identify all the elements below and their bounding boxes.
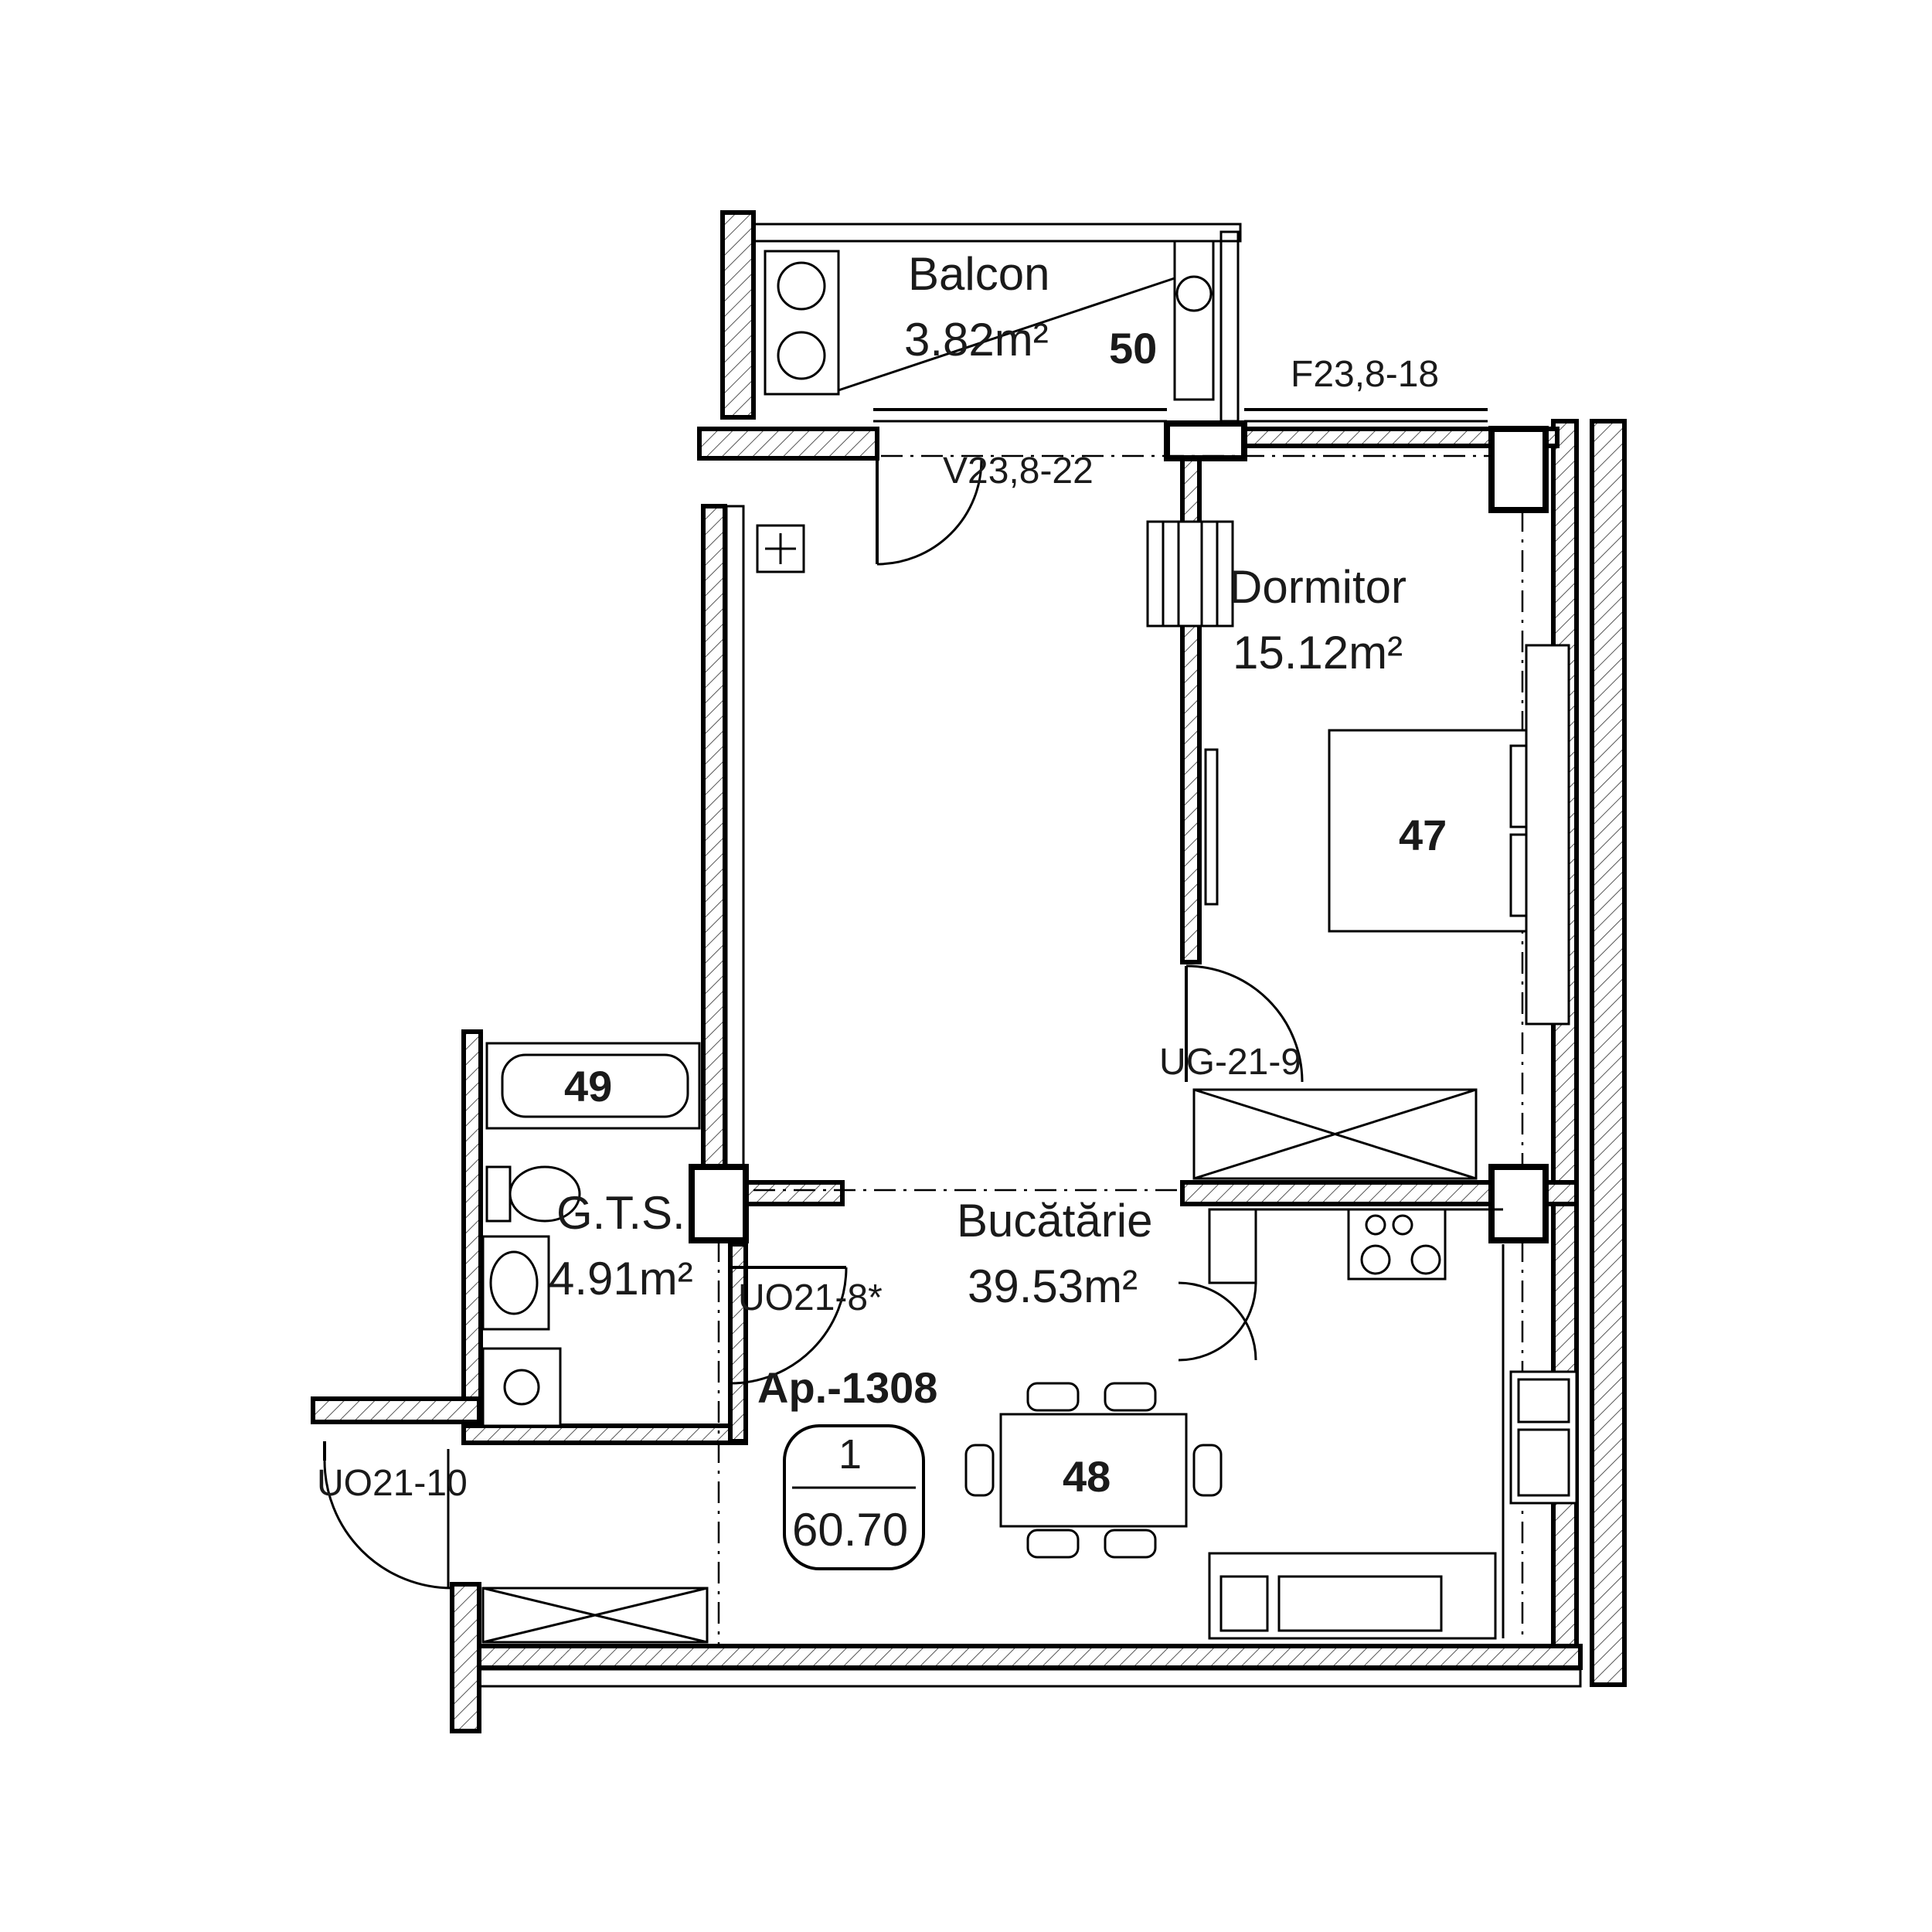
furniture <box>481 240 1578 1644</box>
doors <box>323 459 1304 1590</box>
balcony-west-wall <box>720 210 756 420</box>
west-wall-outline <box>725 505 745 1168</box>
balcony-name: Balcon <box>908 248 1049 300</box>
column-north-center <box>1164 420 1247 461</box>
bathroom-door-code: UO21-8* <box>738 1277 883 1318</box>
entrance-wall-top <box>311 1396 481 1424</box>
balcony-number: 50 <box>1109 324 1157 372</box>
balcony-area: 3.82m² <box>904 314 1049 366</box>
kitchen-number: 48 <box>1063 1452 1111 1501</box>
bathroom-number: 49 <box>564 1062 612 1111</box>
bathroom-name: G.T.S. <box>556 1187 685 1239</box>
column-north-east <box>1488 426 1549 513</box>
bathroom-south-wall <box>461 1423 748 1445</box>
bedroom-area: 15.12m² <box>1233 627 1403 679</box>
bedroom-door-code: UG-21-9 <box>1159 1042 1301 1083</box>
bedroom-number: 47 <box>1399 811 1447 859</box>
bathroom-east-wall <box>728 1242 748 1444</box>
south-wall-outline <box>478 1668 1582 1688</box>
entrance-wall-bottom <box>450 1582 481 1733</box>
column-center-west <box>689 1164 749 1243</box>
south-exterior-wall <box>477 1644 1583 1670</box>
bathroom-west-wall <box>461 1029 483 1428</box>
kitchen-area: 39.53m² <box>968 1260 1138 1312</box>
walls <box>311 210 1627 1733</box>
total-area: 60.70 <box>792 1504 908 1556</box>
balcony-window-code: F23,8-18 <box>1291 354 1439 395</box>
east-exterior-wall <box>1590 419 1627 1687</box>
dining-table <box>999 1413 1188 1528</box>
unit-number: 1 <box>838 1431 862 1478</box>
north-wall-left <box>697 427 879 461</box>
kitchen-partition-stub <box>740 1180 845 1206</box>
bedroom-name: Dormitor <box>1229 561 1406 613</box>
entrance-door-code: UO21-10 <box>317 1463 468 1504</box>
apartment-code: Ap.-1308 <box>757 1363 937 1412</box>
west-wall <box>701 504 727 1169</box>
column-center-east <box>1488 1164 1549 1243</box>
area-tag <box>783 1424 925 1570</box>
toilet <box>485 1165 512 1223</box>
labels: Balcon 3.82m² 50 Dormitor 15.12m² 47 Buc… <box>317 248 1447 1556</box>
kitchen-name: Bucătărie <box>957 1195 1152 1247</box>
balcony-door-code: V23,8-22 <box>943 451 1094 492</box>
balcony-parapet-east <box>1219 230 1240 423</box>
bathroom-area: 4.91m² <box>549 1253 693 1304</box>
balcony-parapet-top <box>752 223 1242 243</box>
